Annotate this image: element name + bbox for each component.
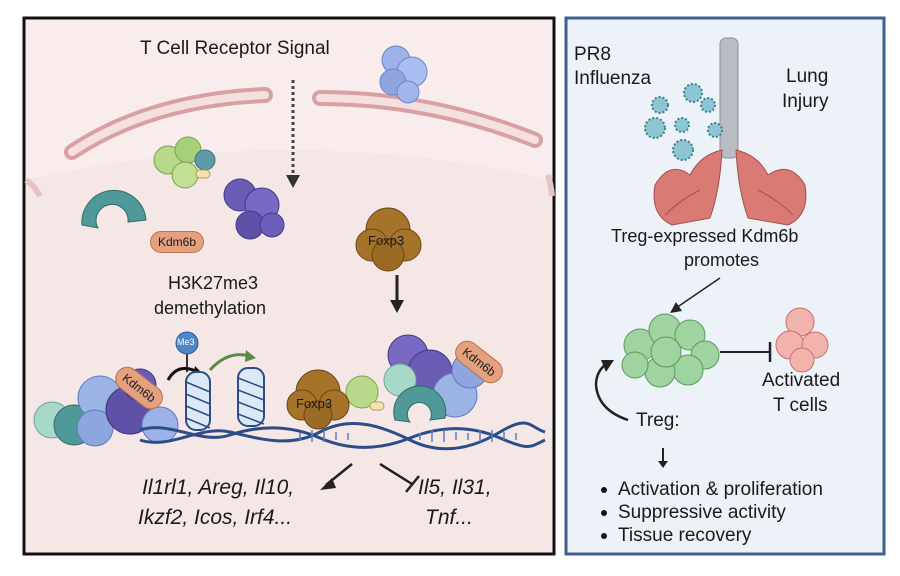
signaling-complex (153, 136, 216, 189)
promotes-line2: promotes (684, 250, 760, 270)
activated-tcells-line1: Activated (762, 370, 841, 391)
foxp3-label: Foxp3 (368, 233, 405, 248)
lungs-icon (653, 37, 807, 226)
treg-cluster-icon (621, 313, 720, 388)
upregulated-genes-line1: Il1rl1, Areg, Il10, (142, 476, 295, 499)
nucleosome-1 (185, 371, 211, 431)
feedback-arrow (594, 363, 629, 422)
nucleosome-2 (237, 367, 265, 427)
foxp3-protein (355, 207, 422, 272)
virus-label-line1: PR8 (574, 44, 611, 65)
purple-protein (223, 178, 285, 240)
injury-label-line1: Lung (786, 66, 829, 87)
foxp3-chromatin-protein (286, 369, 350, 430)
treg-outcome-1: Activation & proliferation (618, 479, 823, 500)
repressed-genes-line2: Tnf... (425, 506, 473, 529)
foxp3-chromatin-label: Foxp3 (296, 396, 333, 411)
upregulated-genes-line2: Ikzf2, Icos, Irf4... (138, 506, 293, 529)
me3-circle (175, 331, 199, 355)
repressed-genes-line1: Il5, Il31, (418, 476, 492, 499)
bullet-2 (601, 510, 607, 516)
repression-line (379, 462, 413, 486)
me3-label: Me3 (177, 337, 195, 347)
bullet-3 (601, 533, 607, 539)
activated-tcells-line2: T cells (773, 395, 828, 416)
teal-protein (81, 189, 147, 229)
treg-outcome-3: Tissue recovery (618, 525, 752, 546)
activated-tcells-icon (775, 307, 829, 373)
promotes-arrow (675, 277, 721, 309)
tcr-signal-title: T Cell Receptor Signal (140, 38, 330, 59)
process-label-line1: H3K27me3 (168, 273, 259, 293)
dna-helix (139, 421, 546, 451)
promotes-line1: Treg-expressed Kdm6b (611, 226, 799, 246)
influenza-virus-icon (644, 83, 723, 161)
process-label-line2: demethylation (154, 298, 267, 318)
tcr-ligand-protein (379, 45, 428, 104)
virus-label-line2: Influenza (574, 68, 652, 89)
kdm6b-protein-label: Kdm6b (150, 231, 204, 253)
chromatin-complex-right (345, 334, 489, 423)
treg-outcome-2: Suppressive activity (618, 502, 786, 523)
bullet-1 (601, 487, 607, 493)
treg-label: Treg: (636, 410, 680, 431)
injury-label-line2: Injury (782, 91, 829, 112)
